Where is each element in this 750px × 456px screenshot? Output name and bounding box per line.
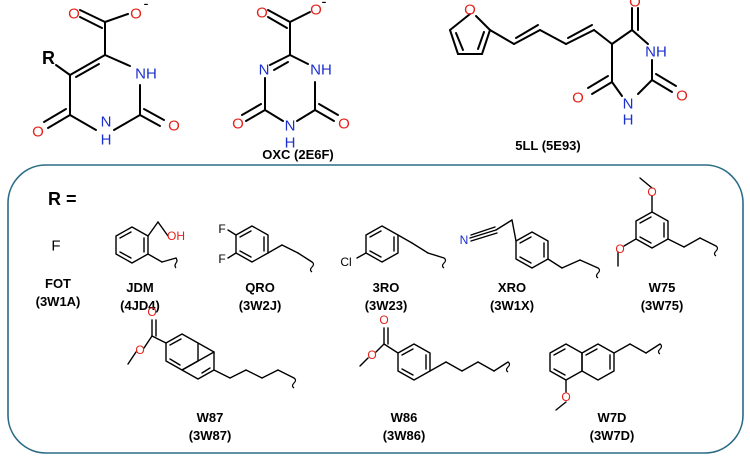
- atom-cl: Cl: [340, 255, 351, 269]
- atom-oh: OH: [167, 229, 185, 243]
- atom-f: F: [218, 252, 225, 266]
- substituent-qro: F F QRO (3W2J): [218, 222, 315, 313]
- atom-o: O: [629, 0, 641, 11]
- atom-f: F: [218, 222, 225, 236]
- caption-5ll: 5LL (5E93): [515, 138, 581, 153]
- atom-h: H: [285, 135, 296, 152]
- substituent-code: QRO: [245, 280, 275, 295]
- r-group-panel: [7, 164, 744, 454]
- atom-nh: NH: [310, 62, 332, 79]
- substituent-pdb: (3W75): [641, 298, 684, 313]
- substituent-pdb: (4JD4): [120, 298, 160, 313]
- atom-n: N: [460, 233, 469, 247]
- substituent-code: JDM: [126, 280, 153, 295]
- atom-o: O: [256, 5, 268, 22]
- atom-o: O: [647, 185, 656, 199]
- r-group-symbol: R: [42, 48, 55, 68]
- atom-n: N: [259, 62, 270, 79]
- atom-h: H: [623, 112, 634, 129]
- atom-o: O: [68, 6, 80, 23]
- atom-n: N: [285, 118, 296, 135]
- atom-nh: NH: [135, 66, 157, 83]
- substituent-code: W87: [197, 410, 224, 425]
- atom-h: H: [101, 132, 112, 149]
- atom-o: O: [147, 305, 156, 319]
- atom-o: O: [464, 2, 476, 19]
- caption-oxc: OXC (2E6F): [262, 147, 334, 162]
- substituent-pdb: (3W86): [383, 428, 426, 443]
- atom-o: O: [135, 343, 144, 357]
- atom-o: O: [676, 88, 688, 105]
- substituent-code: W75: [649, 280, 676, 295]
- substituent-xro: N XRO (3W1X): [460, 219, 601, 313]
- substituent-pdb: (3W2J): [239, 298, 282, 313]
- atom-n: N: [101, 114, 112, 131]
- atom-n: N: [623, 96, 634, 113]
- atom-o: O: [615, 242, 624, 256]
- atom-o: O: [367, 348, 376, 362]
- atom-nh: NH: [645, 44, 667, 61]
- atom-o: O: [338, 116, 350, 133]
- substituent-pdb: (3W87): [189, 428, 232, 443]
- 5ll-structure: O O NH O N H O 5LL (5E93): [449, 0, 688, 153]
- atom-o: O: [572, 90, 584, 107]
- substituent-3ro: Cl 3RO (3W23): [340, 225, 447, 313]
- atom-o: O: [379, 313, 388, 327]
- atom-o: O: [310, 2, 322, 19]
- atom-o: O: [32, 124, 44, 141]
- atom-o: O: [232, 116, 244, 133]
- charge-minus: -: [144, 0, 149, 13]
- substituent-w86: O O W86 (3W86): [359, 313, 511, 443]
- atom-o: O: [168, 118, 180, 135]
- substituent-code: FOT: [45, 276, 71, 291]
- atom-o: O: [561, 390, 570, 404]
- substituent-pdb: (3W1A): [36, 294, 81, 309]
- substituent-w75: O O W75 (3W75): [615, 177, 719, 313]
- substituent-code: 3RO: [373, 280, 400, 295]
- substituent-code: W86: [391, 410, 418, 425]
- r-equals-label: R =: [48, 189, 77, 209]
- substituent-fot: F FOT (3W1A): [36, 238, 81, 310]
- substituent-pdb: (3W1X): [490, 298, 534, 313]
- substituent-code: XRO: [498, 280, 526, 295]
- atom-o: O: [130, 6, 142, 23]
- substituent-pdb: (3W23): [365, 298, 408, 313]
- orotate-scaffold: O O - R NH N H O O: [32, 0, 180, 149]
- substituent-w7d: O W7D (3W7D): [549, 343, 663, 443]
- atom-f: F: [51, 238, 60, 255]
- charge-minus: -: [322, 0, 327, 11]
- substituent-code: W7D: [598, 410, 627, 425]
- substituent-pdb: (3W7D): [590, 428, 635, 443]
- substituent-jdm: OH JDM (4JD4): [115, 221, 185, 313]
- substituent-w87: O O W87 (3W87): [127, 305, 297, 443]
- oxc-structure: O O - N NH N H O O OXC (2E6F): [232, 0, 350, 162]
